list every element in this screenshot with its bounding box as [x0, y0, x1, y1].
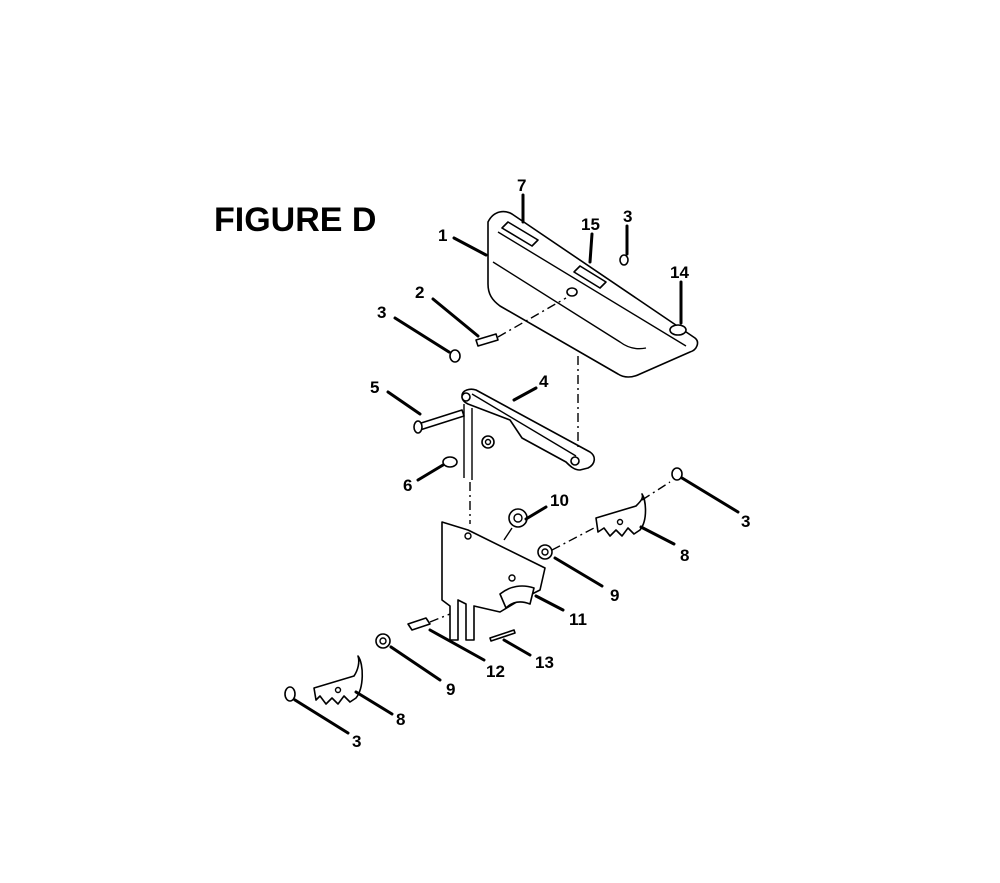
callout-9-right: 9	[610, 586, 619, 605]
callout-12: 12	[486, 662, 505, 681]
callout-14: 14	[670, 263, 689, 282]
callout-8-right: 8	[680, 546, 689, 565]
bracket-plate-part-11	[441, 521, 546, 641]
washer-part-3-bottom	[284, 686, 296, 702]
callout-7: 7	[517, 176, 526, 195]
pawl-part-8-right	[595, 493, 647, 537]
support-arm-part-4	[461, 388, 596, 480]
callout-13: 13	[535, 653, 554, 672]
spring-part-10	[503, 508, 528, 541]
bolt-part-5	[413, 409, 465, 434]
nut-part-9-right	[537, 544, 553, 560]
pawl-part-8-left	[313, 655, 364, 705]
callout-4: 4	[539, 372, 549, 391]
callout-labels: 1 7 15 3 14 2 3 5 4 6 10 3 8 9 11 12 13 …	[352, 176, 750, 751]
pin-part-12	[407, 617, 431, 631]
blade-guard-part-1	[487, 210, 699, 378]
callout-3-right: 3	[741, 512, 750, 531]
pin-part-2	[475, 333, 499, 347]
washer-part-3-top	[619, 254, 629, 266]
figure-title: FIGURE D	[214, 201, 376, 239]
callout-3-left: 3	[377, 303, 386, 322]
pin-part-13	[489, 629, 516, 642]
assembly-centerlines	[429, 297, 671, 623]
callout-5: 5	[370, 378, 379, 397]
callout-3-top: 3	[623, 207, 632, 226]
callout-6: 6	[403, 476, 412, 495]
washer-part-3-right	[671, 467, 683, 481]
callout-8-left: 8	[396, 710, 405, 729]
callout-3-bottom: 3	[352, 732, 361, 751]
nut-part-9-left	[375, 633, 391, 649]
callout-2: 2	[415, 283, 424, 302]
callout-11: 11	[569, 610, 587, 629]
leader-lines	[293, 193, 740, 735]
callout-15: 15	[581, 215, 600, 234]
callout-9-left: 9	[446, 680, 455, 699]
washer-part-3-left	[449, 349, 461, 363]
callout-1: 1	[438, 226, 447, 245]
nut-part-6	[442, 435, 495, 468]
callout-10: 10	[550, 491, 569, 510]
